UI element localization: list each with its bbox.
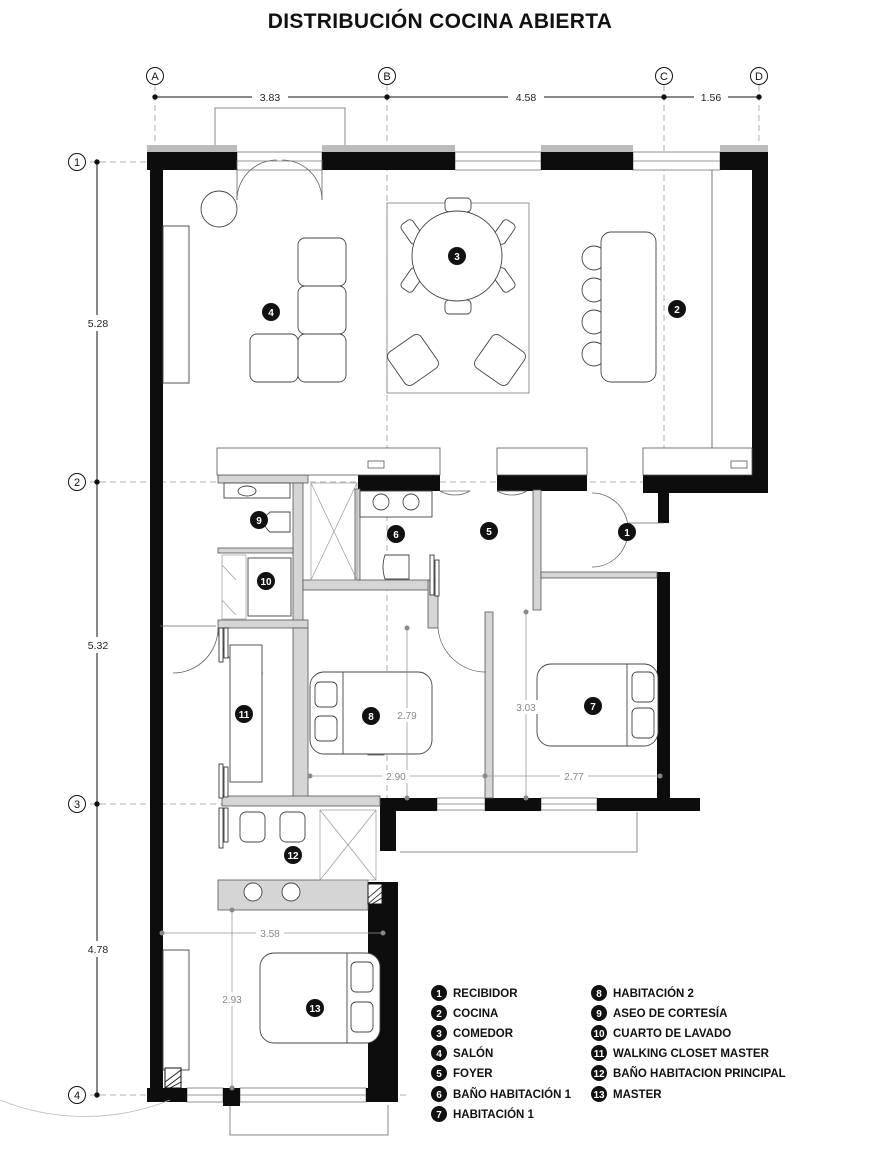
legend-number-5: 5	[436, 1069, 442, 1080]
dim-room8-width: 2.90	[386, 772, 406, 783]
room-markers: 1 2 3 4 5 6 7 8 9 10 11 12 13	[235, 247, 686, 1017]
axis-1-label: 1	[74, 157, 80, 169]
axis-2-label: 2	[74, 477, 80, 489]
plan-title: DISTRIBUCIÓN COCINA ABIERTA	[267, 10, 613, 33]
legend-number-13: 13	[593, 1090, 605, 1101]
legend-item-2: 2 COCINA	[431, 1005, 498, 1021]
room-marker-7: 7	[584, 697, 602, 715]
room-marker-5: 5	[480, 522, 498, 540]
room-marker-4: 4	[262, 303, 280, 321]
legend-label-1: RECIBIDOR	[453, 988, 518, 1000]
room-marker-3-number: 3	[454, 252, 460, 263]
axis-a-label: A	[151, 71, 159, 83]
room-marker-10: 10	[257, 572, 275, 590]
legend-item-4: 4 SALÓN	[431, 1045, 493, 1061]
axis-b-label: B	[383, 71, 390, 83]
legend-label-9: ASEO DE CORTESÍA	[613, 1007, 727, 1020]
room-marker-5-number: 5	[486, 527, 492, 538]
doors	[0, 159, 664, 1117]
dim-top-ab: 3.83	[260, 92, 281, 104]
legend-number-1: 1	[436, 989, 442, 1000]
room-marker-1: 1	[618, 523, 636, 541]
legend-item-11: 11 WALKING CLOSET MASTER	[591, 1045, 770, 1061]
axis-3-label: 3	[74, 799, 80, 811]
room-marker-12: 12	[284, 846, 302, 864]
legend-item-13: 13 MASTER	[591, 1086, 662, 1102]
balconies	[214, 107, 638, 1136]
room-marker-7-number: 7	[590, 702, 596, 713]
dim-left-23: 5.32	[88, 640, 109, 652]
room-marker-8-number: 8	[368, 712, 374, 723]
legend-label-8: HABITACIÓN 2	[613, 987, 694, 1000]
legend-number-12: 12	[593, 1069, 605, 1080]
room-marker-6-number: 6	[393, 530, 399, 541]
legend-item-6: 6 BAÑO HABITACIÓN 1	[431, 1086, 572, 1102]
dim-room7-width: 2.77	[564, 772, 584, 783]
legend-item-5: 5 FOYER	[431, 1065, 493, 1081]
dim-top-bc: 4.58	[516, 92, 537, 104]
room-marker-13-number: 13	[309, 1004, 321, 1015]
room-marker-9: 9	[250, 511, 268, 529]
sliding-doors	[218, 554, 440, 849]
room-marker-3: 3	[448, 247, 466, 265]
legend-label-13: MASTER	[613, 1089, 662, 1101]
top-dimension-line	[152, 94, 762, 100]
axis-c-label: C	[660, 71, 668, 83]
axis-4-label: 4	[74, 1090, 80, 1102]
legend-number-4: 4	[436, 1049, 442, 1060]
dim-master-height: 2.93	[222, 995, 242, 1006]
interior-walls	[217, 474, 658, 911]
legend-item-9: 9 ASEO DE CORTESÍA	[591, 1005, 727, 1021]
legend-item-10: 10 CUARTO DE LAVADO	[591, 1025, 731, 1041]
room-marker-6: 6	[387, 525, 405, 543]
legend-number-11: 11	[594, 1049, 605, 1060]
legend-item-7: 7 HABITACIÓN 1	[431, 1106, 535, 1122]
dim-top-cd: 1.56	[701, 92, 722, 104]
room-marker-8: 8	[362, 707, 380, 725]
room-marker-2: 2	[668, 300, 686, 318]
legend-label-2: COCINA	[453, 1008, 498, 1020]
furniture	[162, 190, 659, 1071]
legend-number-7: 7	[436, 1110, 442, 1121]
room-marker-10-number: 10	[260, 577, 272, 588]
legend-label-6: BAÑO HABITACIÓN 1	[453, 1088, 572, 1101]
dim-left-12: 5.28	[88, 318, 109, 330]
room-marker-13: 13	[306, 999, 324, 1017]
legend-label-10: CUARTO DE LAVADO	[613, 1028, 731, 1040]
room-marker-11-number: 11	[239, 710, 250, 721]
legend-label-5: FOYER	[453, 1068, 493, 1080]
legend-number-3: 3	[436, 1029, 442, 1040]
legend-number-10: 10	[593, 1029, 605, 1040]
shafts	[164, 883, 383, 1089]
room-marker-9-number: 9	[256, 516, 262, 527]
legend-item-8: 8 HABITACIÓN 2	[591, 985, 694, 1001]
legend-number-9: 9	[596, 1009, 602, 1020]
legend-label-3: COMEDOR	[453, 1028, 514, 1040]
exterior-walls	[147, 145, 768, 1106]
room-marker-4-number: 4	[268, 308, 274, 319]
legend-item-12: 12 BAÑO HABITACION PRINCIPAL	[591, 1065, 786, 1081]
legend-number-8: 8	[596, 989, 602, 1000]
room-marker-12-number: 12	[287, 851, 299, 862]
room-marker-2-number: 2	[674, 305, 680, 316]
legend-label-11: WALKING CLOSET MASTER	[613, 1048, 770, 1060]
shower-trays	[221, 482, 377, 881]
legend: 1 RECIBIDOR 2 COCINA 3 COMEDOR 4 SALÓN 5 FOYE…	[431, 985, 786, 1122]
room-marker-11: 11	[235, 705, 253, 723]
legend-label-7: HABITACIÓN 1	[453, 1108, 535, 1121]
dim-master-width: 3.58	[260, 929, 280, 940]
dim-room8-height: 2.79	[397, 711, 417, 722]
legend-number-6: 6	[436, 1090, 442, 1101]
legend-number-2: 2	[436, 1009, 442, 1020]
dim-room7-height: 3.03	[516, 703, 536, 714]
kitchen-counter	[216, 170, 753, 756]
legend-item-3: 3 COMEDOR	[431, 1025, 514, 1041]
dim-left-34: 4.78	[88, 944, 109, 956]
axis-d-label: D	[755, 71, 763, 83]
legend-item-1: 1 RECIBIDOR	[431, 985, 518, 1001]
room-marker-1-number: 1	[624, 528, 630, 539]
legend-label-12: BAÑO HABITACION PRINCIPAL	[613, 1067, 786, 1080]
legend-label-4: SALÓN	[453, 1047, 493, 1060]
